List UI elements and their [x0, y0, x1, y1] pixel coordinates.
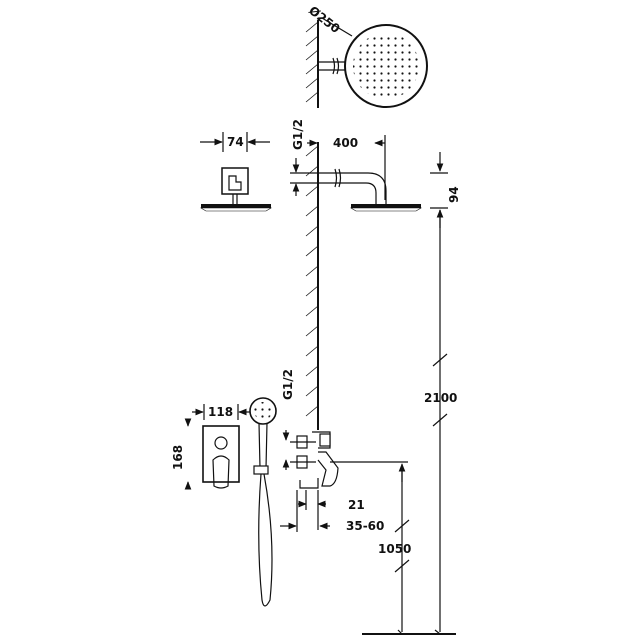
label-arm-thread: G1/2 [291, 119, 305, 150]
label-handset-thread: G1/2 [281, 369, 295, 400]
mixer-adjust-range-dimension [280, 490, 330, 532]
handset-plate-width-dimension [192, 404, 250, 420]
shower-hose [258, 473, 273, 607]
rain-shower-head-front [344, 24, 428, 108]
arm-thread-dimension [290, 158, 318, 196]
arm-length-dimension [307, 135, 386, 200]
vertical-height-dimensions [430, 152, 448, 635]
label-mixer-adjust-range: 35-60 [346, 519, 384, 533]
label-mixer-plate-height: 168 [171, 445, 185, 470]
ceiling-plate [221, 167, 249, 204]
mixer-front-plate [202, 425, 240, 489]
top-wall-section [305, 20, 319, 108]
label-mixer-height: 1050 [378, 542, 411, 556]
mixer-height-dimension [330, 461, 410, 635]
label-arm-length: 400 [333, 136, 358, 150]
shower-arm-side [318, 168, 423, 212]
label-plate-width: 74 [227, 135, 244, 149]
label-handset-plate-width: 118 [208, 405, 233, 419]
mixer-depth-dimension [298, 490, 326, 530]
label-mixer-depth: 21 [348, 498, 365, 512]
plate-width-dimension [200, 132, 270, 152]
label-total-height: 2100 [424, 391, 457, 405]
mixer-side-body [290, 431, 339, 489]
rain-shower-head-edge-small [199, 204, 273, 212]
diameter-leader [321, 17, 353, 37]
label-arm-drop: 94 [447, 186, 461, 203]
main-wall [305, 142, 319, 430]
hand-shower [249, 397, 277, 475]
